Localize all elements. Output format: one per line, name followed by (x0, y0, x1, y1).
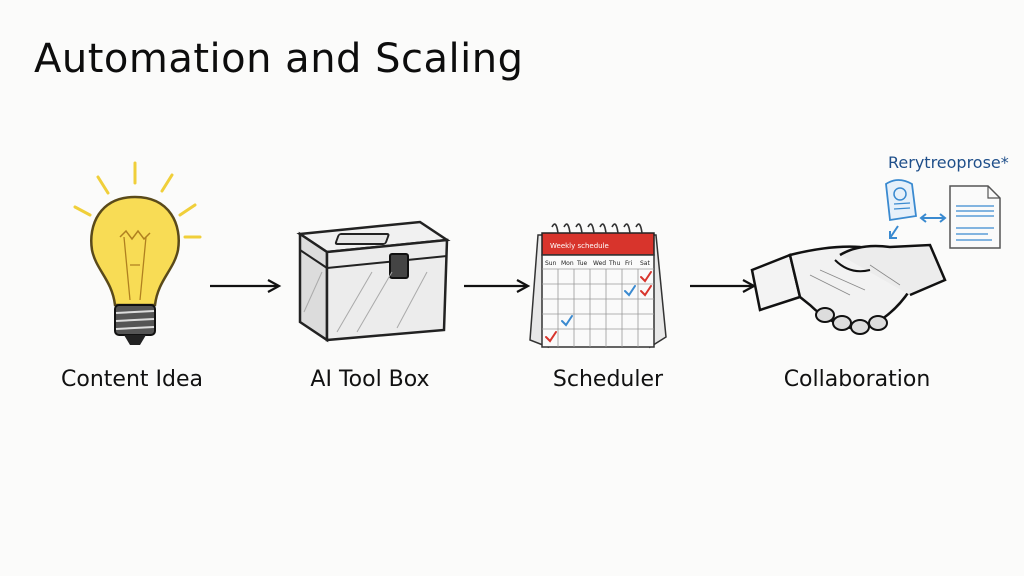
toolbox-icon (296, 220, 451, 343)
document-exchange-icon (885, 179, 1001, 249)
step-label: Collaboration (783, 367, 931, 392)
arrow-right-icon (210, 279, 282, 293)
lightbulb-icon (73, 161, 202, 345)
annotation-text: Rerytreoprose* (888, 153, 1009, 172)
step-label: AI Tool Box (310, 367, 430, 392)
step-label: Scheduler (552, 367, 664, 392)
arrow-right-icon (690, 279, 757, 293)
calendar-header: Weekly schedule (550, 242, 609, 250)
arrow-right-icon (464, 279, 531, 293)
handshake-icon (750, 243, 947, 335)
svg-text:Sun Mon Tue: Sun Mon Tue Wed Thu Fri Sat (545, 260, 650, 267)
page-title: Automation and Scaling (34, 36, 524, 82)
calendar-icon: Weekly schedule Sun Mon Tue Wed Thu Fri … (529, 223, 667, 349)
step-label: Content Idea (61, 367, 203, 392)
